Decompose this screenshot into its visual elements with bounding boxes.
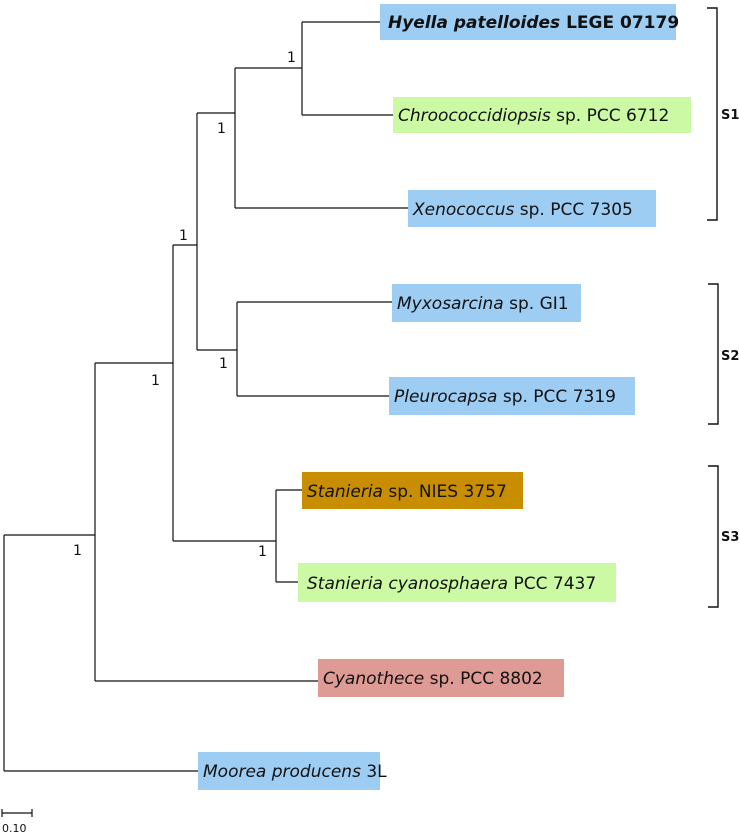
taxon-genus: Myxosarcina (397, 294, 504, 314)
scale-bar-label: 0.10 (2, 822, 27, 835)
taxon-strain: sp. PCC 6712 (551, 106, 670, 126)
taxon-genus: Stanieria cyanosphaera (307, 574, 508, 594)
clade-label-s2: S2 (721, 349, 739, 364)
taxon-label-xenococcus: Xenococcus sp. PCC 7305 (412, 200, 633, 220)
support-value: 1 (179, 228, 188, 244)
clade-brackets: S1 S2 S3 (707, 7, 739, 608)
support-value: 1 (151, 373, 160, 389)
taxon-strain: sp. PCC 7305 (514, 200, 633, 220)
taxon-label-chroococcidiopsis: Chroococcidiopsis sp. PCC 6712 (398, 106, 669, 126)
taxon-strain: PCC 7437 (508, 574, 596, 594)
taxon-genus: Xenococcus (412, 200, 514, 220)
taxon-box-pleurocapsa (389, 377, 635, 415)
taxon-genus: Chroococcidiopsis (398, 106, 551, 126)
clade-bracket-s2 (708, 283, 719, 425)
taxon-label-stanieria-nies: Stanieria sp. NIES 3757 (307, 482, 507, 502)
clade-label-s3: S3 (721, 530, 739, 545)
taxon-box-stanieria-nies (302, 472, 523, 509)
taxon-box-chroococcidiopsis (393, 97, 691, 133)
branch (172, 244, 276, 542)
branch (301, 21, 393, 116)
taxon-labels: Hyella patelloides LEGE 07179 Chroococci… (198, 4, 691, 790)
scale-bar-line (1, 809, 33, 817)
branch (94, 362, 318, 682)
branch (196, 112, 237, 351)
taxon-box-hyella (380, 4, 676, 40)
taxon-label-myxosarcina: Myxosarcina sp. GI1 (397, 294, 569, 314)
branch (3, 534, 198, 772)
taxon-label-hyella: Hyella patelloides LEGE 07179 (388, 13, 679, 33)
support-value: 1 (73, 543, 82, 559)
scale-bar: 0.10 (1, 809, 33, 835)
taxon-genus: Moorea producens (203, 762, 361, 782)
taxon-genus: Stanieria (307, 482, 383, 502)
taxon-genus: Hyella patelloides (388, 13, 560, 33)
taxon-strain: 3L (361, 762, 387, 782)
taxon-genus: Cyanothece (323, 669, 424, 689)
taxon-label-moorea: Moorea producens 3L (203, 762, 387, 782)
taxon-label-pleurocapsa: Pleurocapsa sp. PCC 7319 (394, 387, 616, 407)
branch (236, 301, 395, 397)
taxon-strain: sp. PCC 7319 (497, 387, 616, 407)
branch (275, 489, 302, 583)
taxon-strain: sp. NIES 3757 (383, 482, 507, 502)
branch (234, 67, 408, 209)
taxon-box-xenococcus (408, 190, 656, 227)
taxon-strain: sp. PCC 8802 (424, 669, 543, 689)
taxon-box-stanieria-cyanosphaera (298, 563, 616, 602)
support-value: 1 (287, 50, 296, 66)
clade-label-s1: S1 (721, 108, 739, 123)
taxon-genus: Pleurocapsa (394, 387, 497, 407)
taxon-box-myxosarcina (392, 284, 581, 322)
taxon-strain: sp. GI1 (504, 294, 569, 314)
taxon-strain: LEGE 07179 (560, 13, 679, 33)
taxon-label-stanieria-cyanosphaera: Stanieria cyanosphaera PCC 7437 (307, 574, 596, 594)
taxon-box-moorea (198, 752, 380, 790)
support-values: 1 1 1 1 1 1 1 (73, 50, 296, 560)
taxon-label-cyanothece: Cyanothece sp. PCC 8802 (323, 669, 543, 689)
clade-bracket-s1 (707, 7, 718, 221)
support-value: 1 (219, 356, 228, 372)
taxon-box-cyanothece (318, 659, 564, 697)
clade-bracket-s3 (708, 465, 719, 608)
support-value: 1 (217, 121, 226, 137)
tree-branches (3, 21, 408, 772)
support-value: 1 (258, 544, 267, 560)
